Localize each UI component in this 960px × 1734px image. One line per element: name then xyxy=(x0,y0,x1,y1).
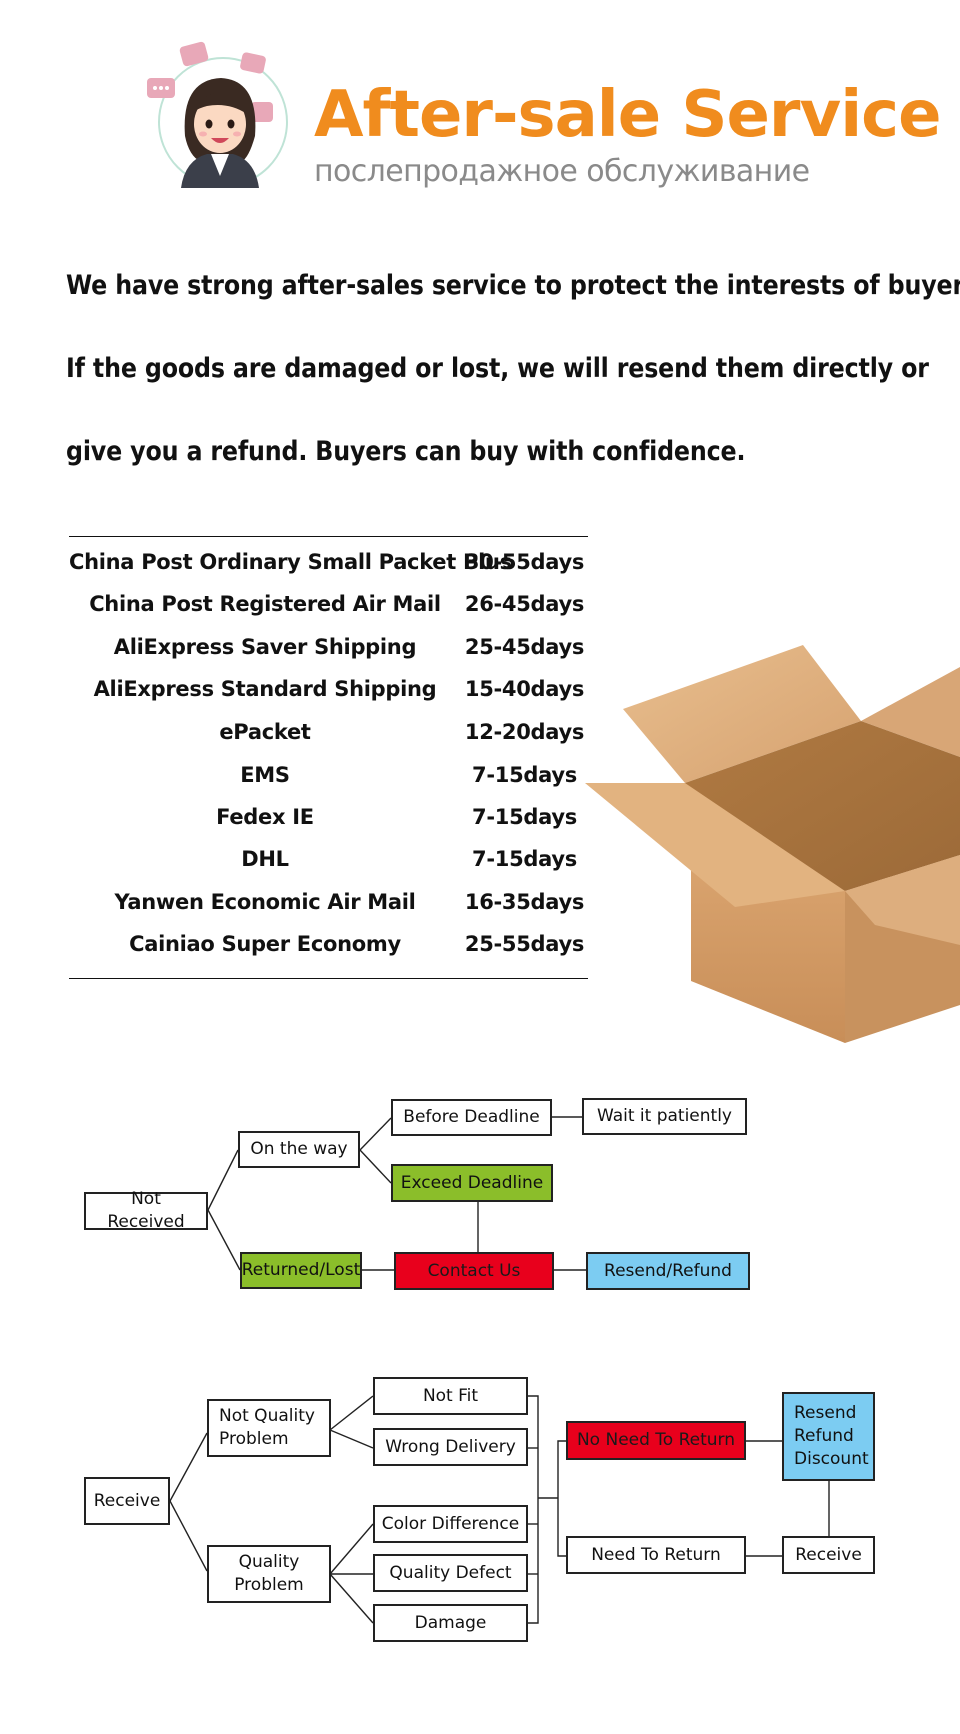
node-quality-problem: Quality Problem xyxy=(207,1545,331,1603)
customer-service-agent-icon xyxy=(145,40,305,200)
shipping-method: China Post Registered Air Mail xyxy=(89,592,441,616)
node-exceed-deadline: Exceed Deadline xyxy=(391,1164,553,1202)
node-not-fit: Not Fit xyxy=(373,1377,528,1415)
shipping-method: China Post Ordinary Small Packet Plus xyxy=(69,550,512,574)
node-on-the-way: On the way xyxy=(238,1131,360,1168)
shipping-days: 25-55days xyxy=(464,932,585,956)
shipping-row: DHL 7-15days xyxy=(69,847,588,887)
shipping-method: AliExpress Standard Shipping xyxy=(93,677,437,701)
shipping-method: Yanwen Economic Air Mail xyxy=(114,890,416,914)
shipping-days: 16-35days xyxy=(464,890,585,914)
shipping-row: Yanwen Economic Air Mail 16-35days xyxy=(69,890,588,930)
shipping-row: Fedex IE 7-15days xyxy=(69,805,588,845)
shipping-days: 12-20days xyxy=(464,720,585,744)
node-need-to-return: Need To Return xyxy=(566,1536,746,1574)
shipping-row: China Post Ordinary Small Packet Plus 30… xyxy=(69,550,588,590)
shipping-method: DHL xyxy=(241,847,289,871)
node-before-deadline: Before Deadline xyxy=(391,1099,552,1136)
node-contact-us: Contact Us xyxy=(394,1252,554,1290)
table-top-rule xyxy=(69,536,588,537)
shipping-method: AliExpress Saver Shipping xyxy=(113,635,417,659)
shipping-days: 7-15days xyxy=(472,805,577,829)
shipping-method: Cainiao Super Economy xyxy=(129,932,401,956)
shipping-method: Fedex IE xyxy=(216,805,314,829)
shipping-row: Cainiao Super Economy 25-55days xyxy=(69,932,588,972)
intro-line-3: give you a refund. Buyers can buy with c… xyxy=(66,436,746,467)
node-resend-refund: Resend/Refund xyxy=(586,1252,750,1290)
page-subtitle: послепродажное обслуживание xyxy=(314,154,810,189)
shipping-days: 7-15days xyxy=(472,847,577,871)
node-resend-refund-discount: Resend Refund Discount xyxy=(782,1392,875,1481)
shipping-days: 7-15days xyxy=(472,763,577,787)
node-not-received: Not Received xyxy=(84,1189,208,1232)
shipping-days: 26-45days xyxy=(464,592,585,616)
shipping-method: EMS xyxy=(240,763,290,787)
shipping-days: 15-40days xyxy=(464,677,585,701)
node-damage: Damage xyxy=(373,1604,528,1642)
node-quality-defect: Quality Defect xyxy=(373,1554,528,1592)
node-wait-patiently: Wait it patiently xyxy=(582,1098,747,1135)
shipping-days: 25-45days xyxy=(464,635,585,659)
shipping-row: AliExpress Saver Shipping 25-45days xyxy=(69,635,588,675)
shipping-row: ePacket 12-20days xyxy=(69,720,588,760)
cardboard-box-icon xyxy=(585,645,960,1045)
page-title: After-sale Service xyxy=(314,78,941,152)
intro-line-1: We have strong after-sales service to pr… xyxy=(66,270,960,301)
node-returned-lost: Returned/Lost xyxy=(240,1252,362,1289)
shipping-method: ePacket xyxy=(219,720,311,744)
node-no-need-to-return: No Need To Return xyxy=(566,1421,746,1460)
shipping-days: 30-55days xyxy=(464,550,585,574)
node-wrong-delivery: Wrong Delivery xyxy=(373,1428,528,1466)
node-not-quality-problem: Not Quality Problem xyxy=(207,1399,331,1457)
shipping-row: AliExpress Standard Shipping 15-40days xyxy=(69,677,588,717)
intro-line-2: If the goods are damaged or lost, we wil… xyxy=(66,353,929,384)
table-bottom-rule xyxy=(69,978,588,979)
node-receive: Receive xyxy=(84,1477,170,1525)
shipping-row: China Post Registered Air Mail 26-45days xyxy=(69,592,588,632)
node-receive-return: Receive xyxy=(782,1536,875,1574)
shipping-row: EMS 7-15days xyxy=(69,763,588,803)
node-color-difference: Color Difference xyxy=(373,1505,528,1543)
